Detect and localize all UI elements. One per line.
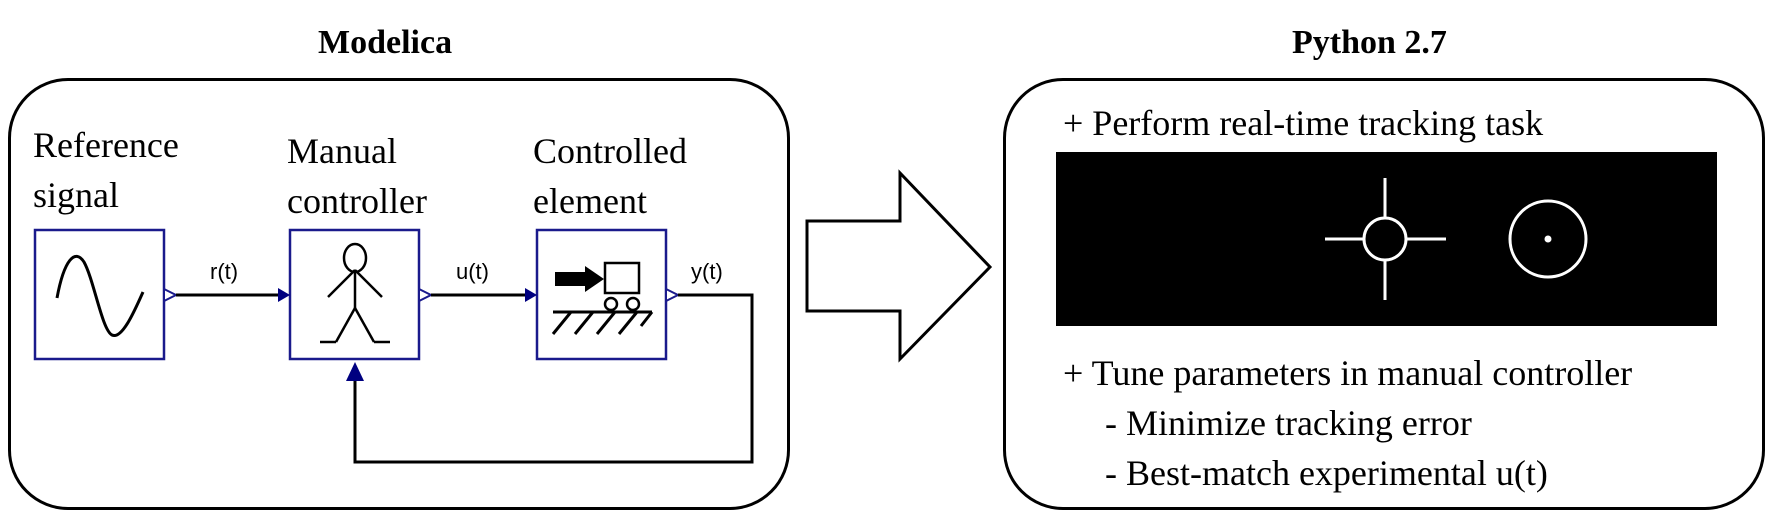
element-label-line1: Controlled xyxy=(533,131,687,171)
controlled-element-block xyxy=(525,228,681,361)
bullet-minimize: - Minimize tracking error xyxy=(1105,403,1472,443)
manual-controller-block xyxy=(278,228,434,381)
controller-label-line2: controller xyxy=(287,181,427,221)
reference-label: Reference signal xyxy=(33,120,179,220)
element-label: Controlled element xyxy=(533,126,687,226)
signal-u-label: u(t) xyxy=(456,259,489,284)
python-title: Python 2.7 xyxy=(1292,24,1447,61)
input-port-icon xyxy=(278,288,290,302)
reference-signal-block xyxy=(33,228,179,361)
sine-wave-icon xyxy=(55,255,145,337)
signal-y-label: y(t) xyxy=(691,259,723,284)
modelica-title: Modelica xyxy=(318,24,453,61)
reference-label-line1: Reference xyxy=(33,125,179,165)
input-port-icon xyxy=(525,288,537,302)
output-port-icon xyxy=(665,287,681,303)
task-text: + Perform real-time tracking task xyxy=(1063,103,1544,143)
transfer-arrow-icon xyxy=(805,169,993,363)
bullet-best-match: - Best-match experimental u(t) xyxy=(1105,453,1548,493)
output-port-icon xyxy=(418,287,434,303)
y-feedback-connection xyxy=(353,293,754,464)
reference-label-line2: signal xyxy=(33,175,119,215)
element-label-line2: element xyxy=(533,181,647,221)
controller-label: Manual controller xyxy=(287,126,427,226)
signal-r-label: r(t) xyxy=(210,259,239,284)
output-port-icon xyxy=(163,287,179,303)
feedback-port-icon xyxy=(346,362,364,381)
controller-label-line1: Manual xyxy=(287,131,397,171)
tracking-display xyxy=(1056,152,1717,326)
person-icon xyxy=(320,242,390,344)
tune-text: + Tune parameters in manual controller xyxy=(1063,353,1633,393)
target-icon xyxy=(1508,199,1588,279)
crosshair-icon xyxy=(1325,178,1446,300)
cart-icon xyxy=(551,261,654,335)
